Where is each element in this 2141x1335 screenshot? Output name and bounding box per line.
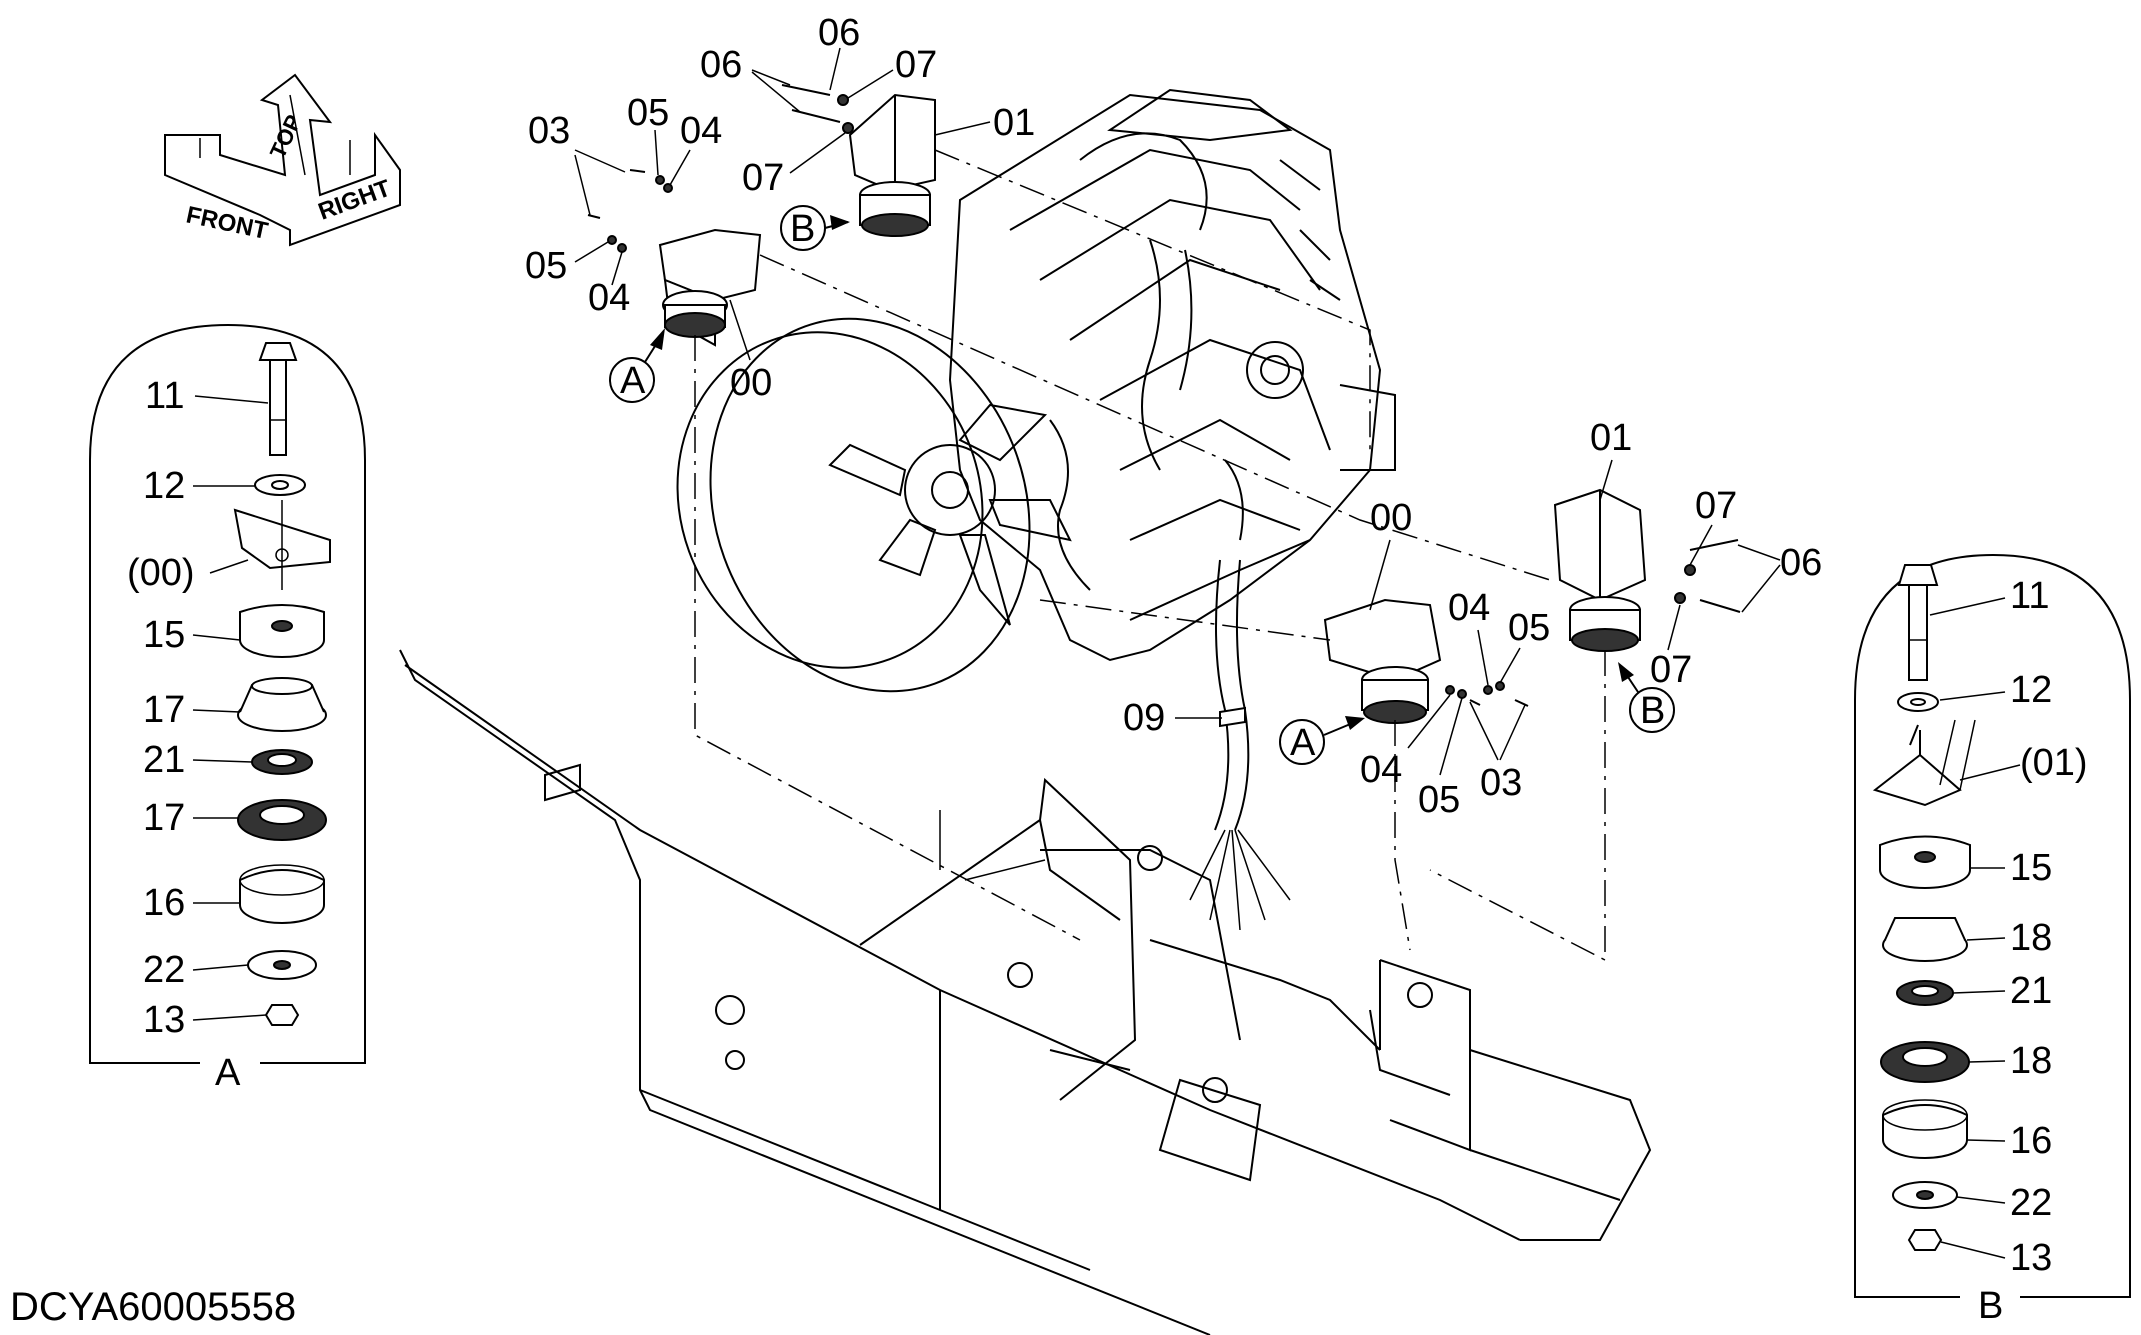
detail-b-item-21: 21 [2010, 970, 2052, 1012]
detail-b-item-11: 11 [2010, 575, 2049, 617]
drawing-id: DCYA60005558 [10, 1285, 296, 1329]
mount-front-right [848, 93, 936, 237]
callout-05-top: 05 [627, 92, 669, 134]
callout-01-top: 01 [993, 102, 1035, 144]
orientation-front: FRONT [184, 201, 271, 245]
callout-05-lower: 05 [1508, 607, 1550, 649]
detail-a-item-17b: 17 [143, 797, 185, 839]
mount-rear-right [1553, 488, 1647, 652]
callout-00-lower: 00 [1370, 497, 1412, 539]
engine-assembly [676, 88, 1396, 931]
view-marker-a-upper: A [620, 360, 646, 402]
detail-a-item-00: (00) [127, 552, 195, 594]
mount-rear-left [1323, 598, 1442, 724]
detail-a-item-22: 22 [143, 949, 185, 991]
mount-front-left [658, 228, 762, 347]
callout-04-lower-b: 04 [1360, 749, 1402, 791]
callout-07-top: 07 [895, 44, 937, 86]
callout-03-top: 03 [528, 110, 570, 152]
view-markers: B A A B [609, 205, 1675, 765]
detail-b-item-16: 16 [2010, 1120, 2052, 1162]
callout-07-mid: 07 [742, 157, 784, 199]
detail-b-item-22: 22 [2010, 1182, 2052, 1224]
detail-b-title: B [1978, 1285, 2003, 1327]
detail-b-item-12: 12 [2010, 669, 2052, 711]
callout-04-mid: 04 [588, 277, 630, 319]
hardware-lower [1219, 539, 1741, 728]
callout-07-upper-right: 07 [1695, 485, 1737, 527]
detail-a: A 11 12 [89, 323, 366, 1094]
callout-00-upper: 00 [730, 362, 772, 404]
detail-b: B 11 12 (01) [1854, 553, 2131, 1327]
callout-03-lower: 03 [1480, 762, 1522, 804]
upper-frame [399, 649, 1652, 1335]
callouts-lower: 01 07 06 07 00 04 05 03 05 04 09 [1123, 417, 1822, 821]
callouts-upper: 06 06 07 01 07 03 05 04 05 04 00 [525, 12, 1035, 404]
callout-05-lower-b: 05 [1418, 779, 1460, 821]
detail-a-item-11: 11 [145, 375, 184, 417]
callout-07-lower-right: 07 [1650, 649, 1692, 691]
detail-a-item-16: 16 [143, 882, 185, 924]
callout-06-right: 06 [1780, 542, 1822, 584]
detail-a-item-13: 13 [143, 999, 185, 1041]
detail-a-item-17a: 17 [143, 689, 185, 731]
callout-04-top: 04 [680, 110, 722, 152]
detail-b-item-01: (01) [2020, 742, 2088, 784]
callout-01-lower: 01 [1590, 417, 1632, 459]
callout-09: 09 [1123, 697, 1165, 739]
callout-06-top: 06 [818, 12, 860, 54]
callout-05-mid: 05 [525, 245, 567, 287]
detail-a-item-21: 21 [143, 739, 185, 781]
view-marker-b-upper: B [790, 208, 815, 250]
center-lines [694, 149, 1606, 962]
detail-a-item-12: 12 [143, 465, 185, 507]
view-marker-b-lower: B [1640, 690, 1665, 732]
orientation-top: TOP [265, 111, 307, 162]
view-marker-a-lower: A [1290, 722, 1316, 764]
callout-06: 06 [700, 44, 742, 86]
detail-a-item-15: 15 [143, 614, 185, 656]
detail-b-item-18a: 18 [2010, 917, 2052, 959]
detail-b-item-18b: 18 [2010, 1040, 2052, 1082]
callout-04-lower: 04 [1448, 587, 1490, 629]
detail-a-title: A [215, 1052, 241, 1094]
orientation-indicator: FRONT TOP RIGHT [164, 73, 401, 247]
detail-b-item-13: 13 [2010, 1237, 2052, 1279]
detail-b-item-15: 15 [2010, 847, 2052, 889]
